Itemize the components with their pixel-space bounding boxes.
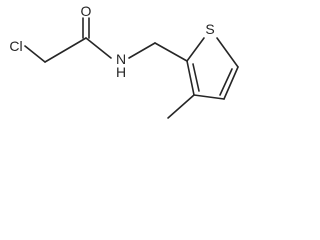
bond-carbonyl-nitrogen [85,37,112,59]
ring-bond-c5-c4 [223,66,239,100]
ring-bond-c3-c2-inner [192,63,200,92]
atom-sulfur-label: S [205,21,214,37]
chemical-structure: Cl O N H S [9,3,239,119]
ring-bond-c5-c4-inner [219,68,233,96]
atom-nitrogen-label: N [116,51,126,67]
atom-chlorine-label: Cl [9,38,22,54]
bond-nitrogen-ch2 [128,42,156,59]
bond-ring-methyl [167,94,195,119]
ring-bond-c3-c2 [186,60,195,96]
ring-bond-s-c5 [216,37,239,68]
bond-ch2-carbonyl [44,37,87,63]
bond-ch2-ring [154,42,188,62]
atom-hydrogen-label: H [116,64,126,80]
atom-oxygen-label: O [81,3,92,19]
ring-bond-c4-c3 [193,94,225,100]
bond-cl-ch2 [24,45,46,63]
ring-bond-c2-s [186,37,205,62]
